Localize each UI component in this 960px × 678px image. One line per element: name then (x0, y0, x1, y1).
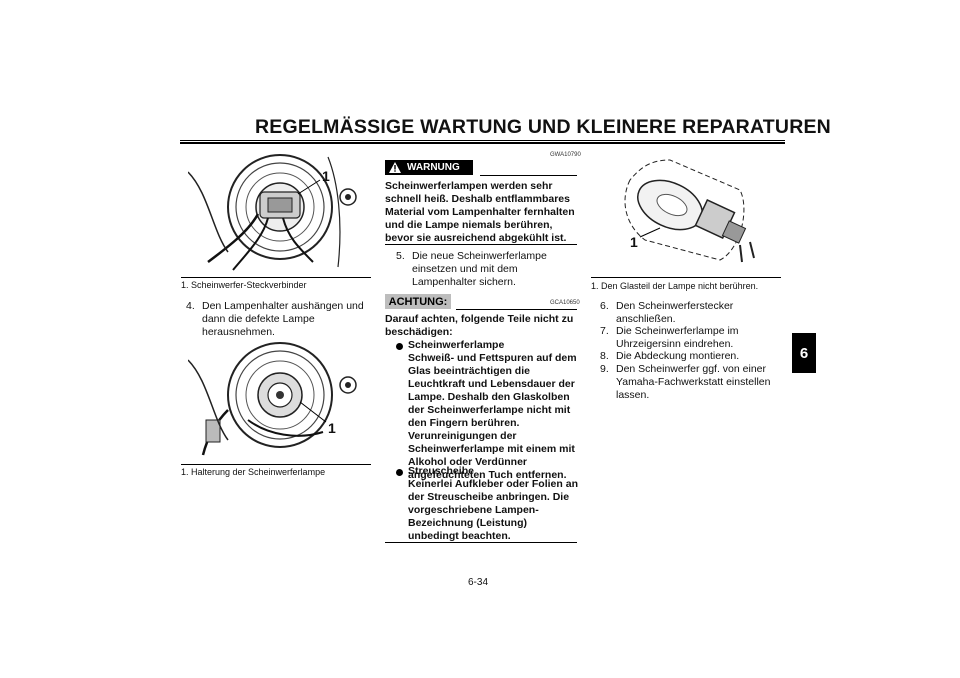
warning-code: GWA10790 (550, 152, 581, 158)
figure1-caption: 1. Scheinwerfer-Steckverbinder (181, 280, 307, 290)
header-rule (180, 140, 785, 141)
warning-top-rule (480, 175, 577, 176)
step-number: 7. (600, 325, 609, 337)
step-number: 5. (396, 250, 405, 262)
figure-headlight-connector (188, 152, 363, 272)
step-text: Die Scheinwerferlampe im Uhrzeigersinn e… (616, 325, 739, 350)
caution-top-rule (456, 309, 577, 310)
caution-item-lens: Streuscheibe Keinerlei Aufkleber oder Fo… (396, 465, 580, 543)
figure-headlight-bulb (600, 150, 775, 270)
page-number: 6-34 (468, 577, 489, 588)
figure3-callout: 1 (630, 234, 638, 250)
step-text: Den Scheinwerferstecker anschließen. (616, 300, 734, 325)
figure3-caption-rule (591, 277, 781, 278)
step-number: 6. (600, 300, 609, 312)
step-text: Die neue Scheinwerferlampe einsetzen und… (412, 250, 547, 288)
figure1-callout: 1 (322, 168, 330, 184)
step-6: 6. Den Scheinwerferstecker anschließen. (600, 300, 782, 326)
step-5: 5. Die neue Scheinwerferlampe einsetzen … (396, 250, 576, 289)
step-7: 7. Die Scheinwerferlampe im Uhrzeigersin… (600, 325, 782, 351)
bullet-icon (396, 469, 403, 476)
figure-lamp-holder (188, 340, 363, 460)
warning-label: WARNUNG (407, 162, 460, 173)
caution-item-title: Scheinwerferlampe (408, 339, 505, 351)
page-header-title: REGELMÄSSIGE WARTUNG UND KLEINERE REPARA… (255, 116, 831, 138)
chapter-tab: 6 (792, 333, 816, 373)
figure2-caption: 1. Halterung der Scheinwerferlampe (181, 467, 326, 477)
bullet-icon (396, 343, 403, 350)
caution-item-title: Streuscheibe (408, 465, 474, 477)
step-9: 9. Den Scheinwerfer ggf. von einer Yamah… (600, 363, 782, 402)
step-text: Den Lampenhalter aushängen und dann die … (202, 300, 364, 338)
step-number: 4. (186, 300, 195, 312)
caution-code: GCA10650 (550, 300, 580, 306)
caution-badge: ACHTUNG: (385, 294, 451, 309)
caution-intro: Darauf achten, folgende Teile nicht zu b… (385, 313, 574, 338)
caution-item-lamp: Scheinwerferlampe Schweiß- und Fettspure… (396, 339, 580, 482)
caution-bottom-rule (385, 542, 577, 543)
warning-text: Scheinwerferlampen werden sehr schnell h… (385, 180, 575, 244)
step-number: 8. (600, 350, 609, 362)
step-number: 9. (600, 363, 609, 375)
caution-item-text: Schweiß- und Fettspuren auf dem Glas bee… (408, 352, 577, 481)
figure3-caption: 1. Den Glasteil der Lampe nicht berühren… (591, 281, 759, 291)
header-rule-thick (180, 142, 785, 144)
step-4: 4. Den Lampenhalter aushängen und dann d… (186, 300, 366, 339)
figure2-caption-rule (181, 464, 371, 465)
caution-item-text: Keinerlei Aufkleber oder Folien an der S… (408, 478, 578, 542)
warning-triangle-icon (389, 162, 401, 173)
step-text: Die Abdeckung montieren. (616, 350, 740, 362)
step-8: 8. Die Abdeckung montieren. (600, 350, 782, 363)
step-text: Den Scheinwerfer ggf. von einer Yamaha-F… (616, 363, 771, 401)
figure2-callout: 1 (328, 420, 336, 436)
figure1-caption-rule (181, 277, 371, 278)
warning-bottom-rule (385, 244, 577, 245)
warning-badge: WARNUNG (385, 160, 473, 175)
